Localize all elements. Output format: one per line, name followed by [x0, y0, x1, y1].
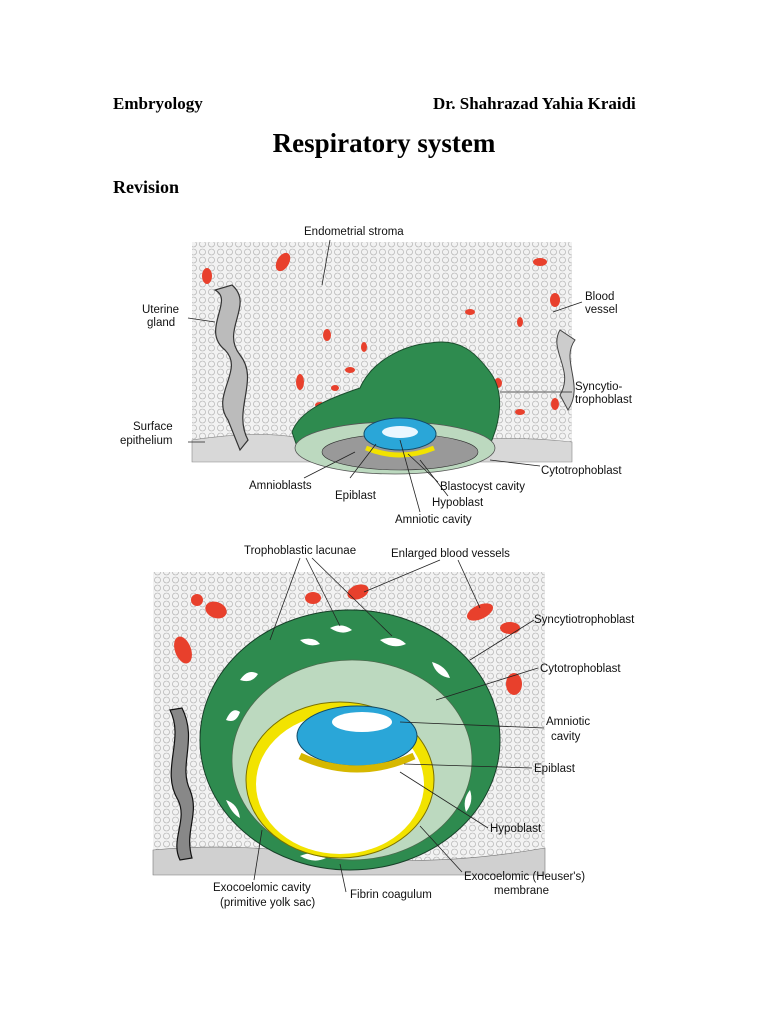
label-cytotrophoblast: Cytotrophoblast — [541, 465, 622, 477]
uterine-gland-right — [556, 329, 576, 411]
uterine-gland — [213, 284, 249, 452]
course-name: Embryology — [113, 94, 203, 113]
page-title: Respiratory system — [272, 128, 496, 158]
figure-1-implantation: Endometrial stroma Uterine gland Blood v… — [120, 226, 633, 526]
label-exocoelomic-membrane-1: Exocoelomic (Heuser's) — [464, 871, 585, 883]
label-syncytio-2: trophoblast — [575, 394, 633, 406]
label-amniotic-cavity-1: Amniotic — [546, 716, 590, 728]
label-uterine-gland-2: gland — [147, 317, 175, 329]
label-fibrin-coagulum: Fibrin coagulum — [350, 889, 432, 901]
label-surface-epithelium-2: epithelium — [120, 435, 172, 447]
label-cytotrophoblast-2: Cytotrophoblast — [540, 663, 621, 675]
enlarged-blood-vessels — [174, 584, 522, 695]
uterine-gland-2 — [169, 707, 194, 861]
label-syncytiotrophoblast: Syncytiotrophoblast — [534, 614, 635, 626]
label-blood-vessel-1: Blood — [585, 291, 614, 303]
label-amniotic-cavity: Amniotic cavity — [395, 514, 472, 526]
label-exocoelomic-membrane-2: membrane — [494, 885, 549, 897]
label-amniotic-cavity-2: cavity — [551, 731, 581, 743]
label-blood-vessel-2: vessel — [585, 304, 618, 316]
section-heading: Revision — [113, 177, 180, 197]
label-trophoblastic-lacunae: Trophoblastic lacunae — [244, 545, 356, 557]
label-hypoblast-2: Hypoblast — [490, 823, 542, 835]
label-hypoblast: Hypoblast — [432, 497, 484, 509]
amniotic-cavity-2 — [332, 712, 392, 732]
amniotic-cavity — [382, 426, 418, 438]
author-name: Dr. Shahrazad Yahia Kraidi — [433, 94, 636, 113]
label-blastocyst-cavity: Blastocyst cavity — [440, 481, 525, 493]
label-epiblast: Epiblast — [335, 490, 377, 502]
label-amnioblasts: Amnioblasts — [249, 480, 312, 492]
label-exocoelomic-cavity-2: (primitive yolk sac) — [220, 897, 315, 909]
label-syncytio-1: Syncytio- — [575, 381, 622, 393]
label-enlarged-blood-vessels: Enlarged blood vessels — [391, 548, 510, 560]
figure-2-lacunar-stage: Trophoblastic lacunae Enlarged blood ves… — [152, 545, 635, 909]
label-epiblast-2: Epiblast — [534, 763, 576, 775]
label-exocoelomic-cavity-1: Exocoelomic cavity — [213, 882, 311, 894]
hypoblast — [365, 445, 435, 458]
label-surface-epithelium-1: Surface — [133, 421, 173, 433]
hypoblast-2 — [298, 752, 416, 773]
label-endometrial-stroma: Endometrial stroma — [304, 226, 404, 238]
label-uterine-gland-1: Uterine — [142, 304, 179, 316]
